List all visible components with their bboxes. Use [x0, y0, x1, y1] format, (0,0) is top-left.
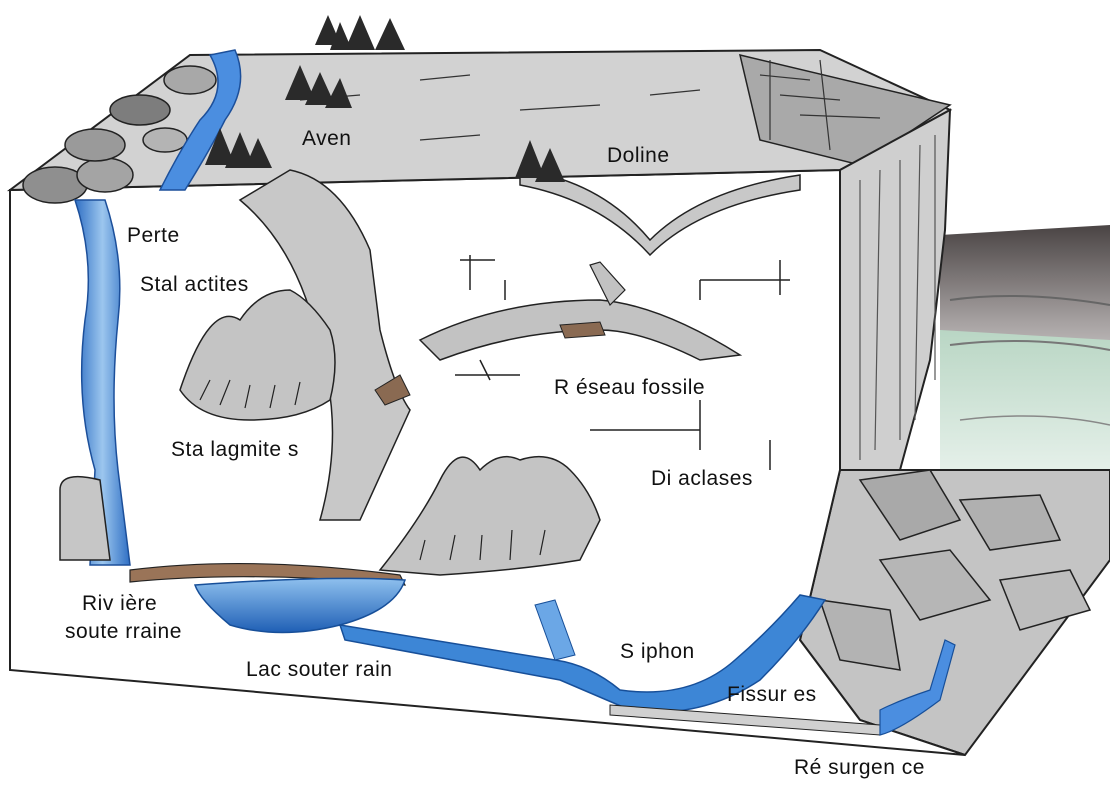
label-siphon: S iphon	[620, 640, 695, 664]
label-resurgence: Ré surgen ce	[794, 756, 925, 780]
label-stalagmites: Sta lagmite s	[171, 438, 299, 462]
label-reseau-fossile: R éseau fossile	[554, 376, 705, 400]
label-riviere-line2: soute rraine	[65, 620, 182, 644]
label-riviere-line1: Riv ière	[82, 592, 157, 616]
label-perte: Perte	[127, 224, 180, 248]
label-stalactites: Stal actites	[140, 273, 249, 297]
label-doline: Doline	[607, 144, 670, 168]
label-aven: Aven	[302, 127, 352, 151]
background-landscape	[940, 225, 1110, 480]
cliff-face	[840, 110, 950, 470]
label-fissures: Fissur es	[727, 683, 817, 707]
label-diaclases: Di aclases	[651, 467, 753, 491]
label-lac: Lac souter rain	[246, 658, 392, 682]
